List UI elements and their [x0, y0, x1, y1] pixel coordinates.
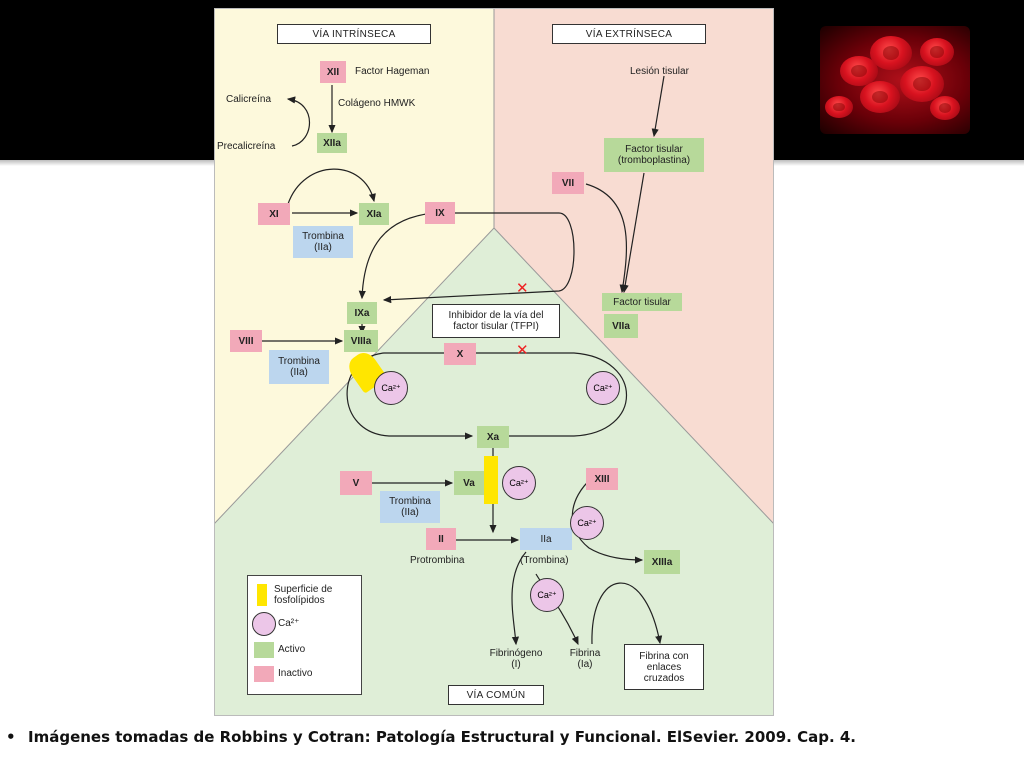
- factor-va: Va: [454, 471, 484, 495]
- legend-phospholipid-line-2: fosfolípidos: [274, 595, 325, 606]
- fibrinogeno-name: Fibrinógeno: [489, 648, 543, 659]
- legend-active-swatch: [254, 642, 274, 658]
- legend-calcium-swatch: [252, 612, 276, 636]
- legend-active-label: Activo: [278, 644, 306, 655]
- calcium-ion-1: Ca²⁺: [374, 371, 408, 405]
- extrinsic-pathway-title: VÍA EXTRÍNSECA: [552, 24, 706, 44]
- thrombin-box-2: Trombina (IIa): [269, 350, 329, 384]
- inhibition-mark-1: ✕: [516, 280, 529, 297]
- factor-viiia: VIIIa: [344, 330, 378, 352]
- factor-ii: II: [426, 528, 456, 550]
- inhibition-mark-2: ✕: [516, 342, 529, 359]
- footer-bullet: •: [6, 728, 16, 746]
- thrombin-3-name: Trombina: [389, 496, 431, 507]
- calcium-ion-2: Ca²⁺: [586, 371, 620, 405]
- factor-viia: VIIa: [604, 314, 638, 338]
- factor-xiiia: XIIIa: [644, 550, 680, 574]
- tissue-factor-box: Factor tisular (tromboplastina): [604, 138, 704, 172]
- factor-ixa: IXa: [347, 302, 377, 324]
- legend-calcium-label: Ca²⁺: [278, 618, 300, 629]
- factor-xiii: XIII: [586, 468, 618, 490]
- factor-ix: IX: [425, 202, 455, 224]
- tissue-factor-name: Factor tisular: [625, 144, 683, 155]
- thrombin-box-1: Trombina (IIa): [293, 226, 353, 258]
- crosslinked-fibrin-box: Fibrina con enlaces cruzados: [624, 644, 704, 690]
- fibrina-name: Fibrina: [569, 648, 601, 659]
- factor-xi: XI: [258, 203, 290, 225]
- thrombin-3-code: (IIa): [401, 507, 419, 518]
- factor-x: X: [444, 343, 476, 365]
- label-colageno-hmwk: Colágeno HMWK: [338, 98, 416, 109]
- factor-v: V: [340, 471, 372, 495]
- tissue-factor-thromboplastin: (tromboplastina): [617, 155, 691, 166]
- factor-viii: VIII: [230, 330, 262, 352]
- thrombin-box-3: Trombina (IIa): [380, 491, 440, 523]
- label-factor-hageman: Factor Hageman: [355, 66, 430, 77]
- tfpi-box: Inhibidor de la vía del factor tisular (…: [432, 304, 560, 338]
- calcium-ion-5: Ca²⁺: [530, 578, 564, 612]
- fibrina-code: (Ia): [577, 659, 593, 670]
- thrombin-1-code: (IIa): [314, 242, 332, 253]
- label-fibrinogeno: Fibrinógeno (I): [476, 648, 556, 670]
- common-pathway-title: VÍA COMÚN: [448, 685, 544, 705]
- crosslinked-fibrin-line-3: cruzados: [643, 672, 685, 684]
- factor-xii: XII: [320, 61, 346, 83]
- label-precalicreina: Precalicreína: [217, 141, 276, 152]
- crosslinked-fibrin-line-1: Fibrina con: [639, 650, 689, 662]
- footer-citation: • Imágenes tomadas de Robbins y Cotran: P…: [6, 728, 856, 746]
- red-blood-cells-image: [820, 26, 970, 134]
- legend-phospholipid-swatch: [257, 584, 267, 606]
- label-trombina-paren: (Trombina): [520, 555, 569, 566]
- coagulation-cascade-diagram: VÍA INTRÍNSECA VÍA EXTRÍNSECA VÍA COMÚN …: [214, 8, 774, 716]
- calcium-ion-4: Ca²⁺: [570, 506, 604, 540]
- thrombin-2-code: (IIa): [290, 367, 308, 378]
- tfpi-line-2: factor tisular (TFPI): [453, 321, 539, 332]
- crosslinked-fibrin-line-2: enlaces: [646, 661, 682, 673]
- thrombin-1-name: Trombina: [302, 231, 344, 242]
- legend-inactive-swatch: [254, 666, 274, 682]
- calcium-ion-3: Ca²⁺: [502, 466, 536, 500]
- legend: Superficie de fosfolípidos Ca²⁺ Activo I…: [247, 575, 362, 695]
- factor-vii: VII: [552, 172, 584, 194]
- legend-phospholipid-line-1: Superficie de: [274, 584, 333, 595]
- factor-iia: IIa: [520, 528, 572, 550]
- tfpi-line-1: Inhibidor de la vía del: [448, 310, 544, 321]
- factor-xia: XIa: [359, 203, 389, 225]
- footer-text: Imágenes tomadas de Robbins y Cotran: Pa…: [28, 728, 857, 746]
- legend-inactive-label: Inactivo: [278, 668, 313, 679]
- factor-xa: Xa: [477, 426, 509, 448]
- intrinsic-pathway-title: VÍA INTRÍNSECA: [277, 24, 431, 44]
- label-lesion-tisular: Lesión tisular: [630, 66, 689, 77]
- phospholipid-surface-2: [484, 456, 498, 504]
- label-calicreina: Calicreína: [226, 94, 272, 105]
- tissue-factor-viia-label: Factor tisular: [602, 293, 682, 311]
- fibrinogeno-code: (I): [511, 659, 521, 670]
- thrombin-2-name: Trombina: [278, 356, 320, 367]
- label-fibrina: Fibrina (Ia): [560, 648, 610, 670]
- factor-xiia: XIIa: [317, 133, 347, 153]
- label-protrombina: Protrombina: [410, 555, 465, 566]
